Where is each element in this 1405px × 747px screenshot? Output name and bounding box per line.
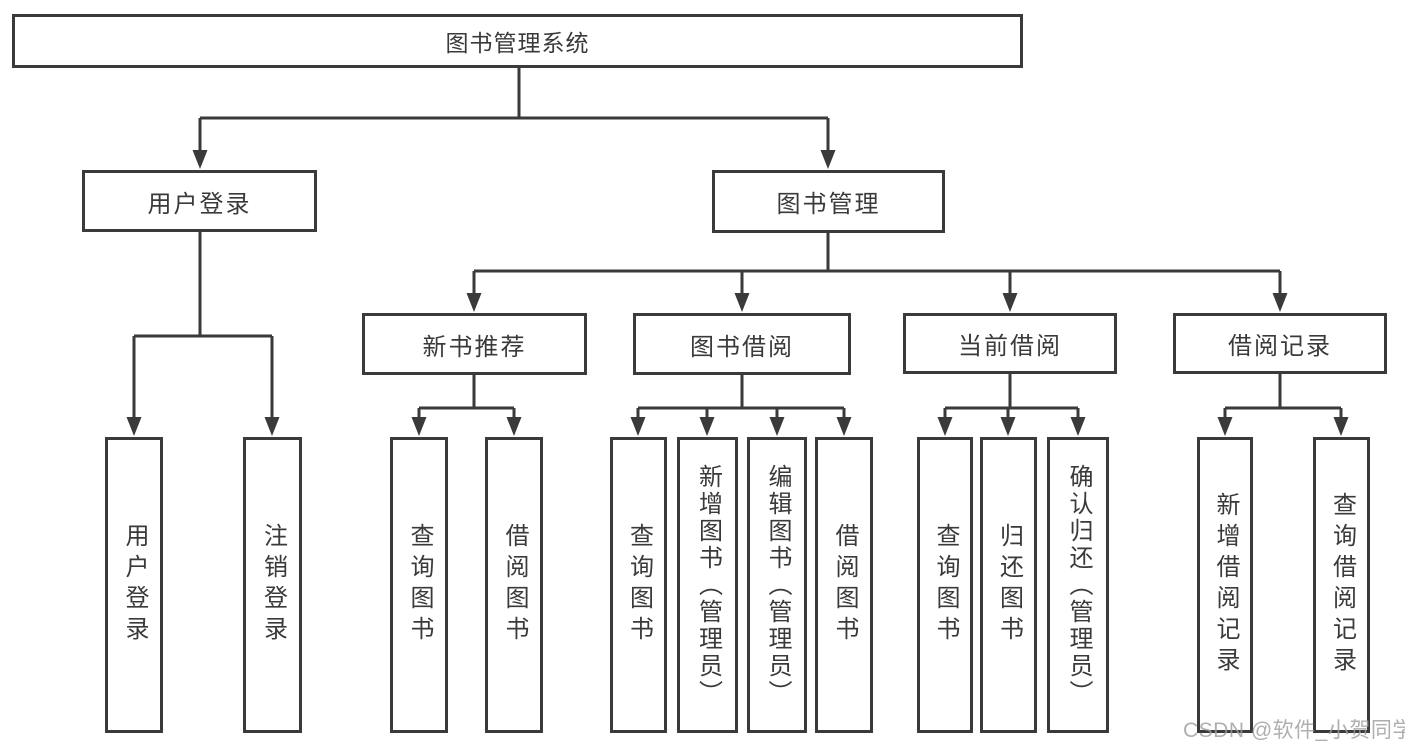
node-borrowing-records: 借阅记录 — [1173, 313, 1387, 374]
leaf-add-book-admin: 新增图书（管理员） — [677, 437, 738, 733]
leaf-user-login: 用户登录 — [105, 437, 163, 733]
leaf-label: 查询图书 — [625, 523, 653, 647]
node-book-management: 图书管理 — [712, 170, 945, 233]
node-library-management-system: 图书管理系统 — [12, 14, 1023, 68]
leaf-edit-book-admin: 编辑图书（管理员） — [747, 437, 807, 733]
leaf-return-book: 归还图书 — [980, 437, 1037, 733]
leaf-add-borrow-record: 新增借阅记录 — [1197, 437, 1253, 733]
leaf-label: 编辑图书（管理员） — [764, 463, 791, 707]
leaf-logout: 注销登录 — [243, 437, 302, 733]
leaf-label: 查询图书 — [406, 523, 433, 647]
leaf-query-books-borrowing: 查询图书 — [610, 437, 667, 733]
leaf-label: 确认归还（管理员） — [1065, 463, 1092, 707]
leaf-label: 借阅图书 — [831, 523, 858, 647]
tree-edges — [132, 68, 1343, 421]
node-new-book-recommendation: 新书推荐 — [362, 313, 587, 375]
leaf-label: 借阅图书 — [501, 523, 528, 647]
leaf-borrow-book: 借阅图书 — [815, 437, 873, 733]
leaf-label: 查询借阅记录 — [1328, 492, 1356, 678]
leaf-label: 注销登录 — [259, 523, 287, 647]
leaf-query-borrow-record: 查询借阅记录 — [1313, 437, 1370, 733]
leaf-label: 归还图书 — [995, 523, 1023, 647]
csdn-watermark: CSDN @软件_小贺同学 — [1183, 719, 1405, 742]
node-current-borrowing: 当前借阅 — [903, 313, 1117, 374]
leaf-label: 用户登录 — [121, 523, 148, 647]
leaf-query-books-current: 查询图书 — [917, 437, 973, 733]
leaf-query-books-recommend: 查询图书 — [390, 437, 448, 733]
leaf-label: 新增图书（管理员） — [694, 463, 722, 707]
leaf-label: 新增借阅记录 — [1212, 492, 1239, 678]
leaf-label: 查询图书 — [932, 523, 959, 647]
leaf-borrow-books-recommend: 借阅图书 — [485, 437, 543, 733]
node-book-borrowing: 图书借阅 — [633, 313, 851, 375]
leaf-confirm-return-admin: 确认归还（管理员） — [1047, 437, 1109, 733]
arrowheads — [126, 150, 1349, 436]
node-user-login: 用户登录 — [82, 170, 317, 232]
